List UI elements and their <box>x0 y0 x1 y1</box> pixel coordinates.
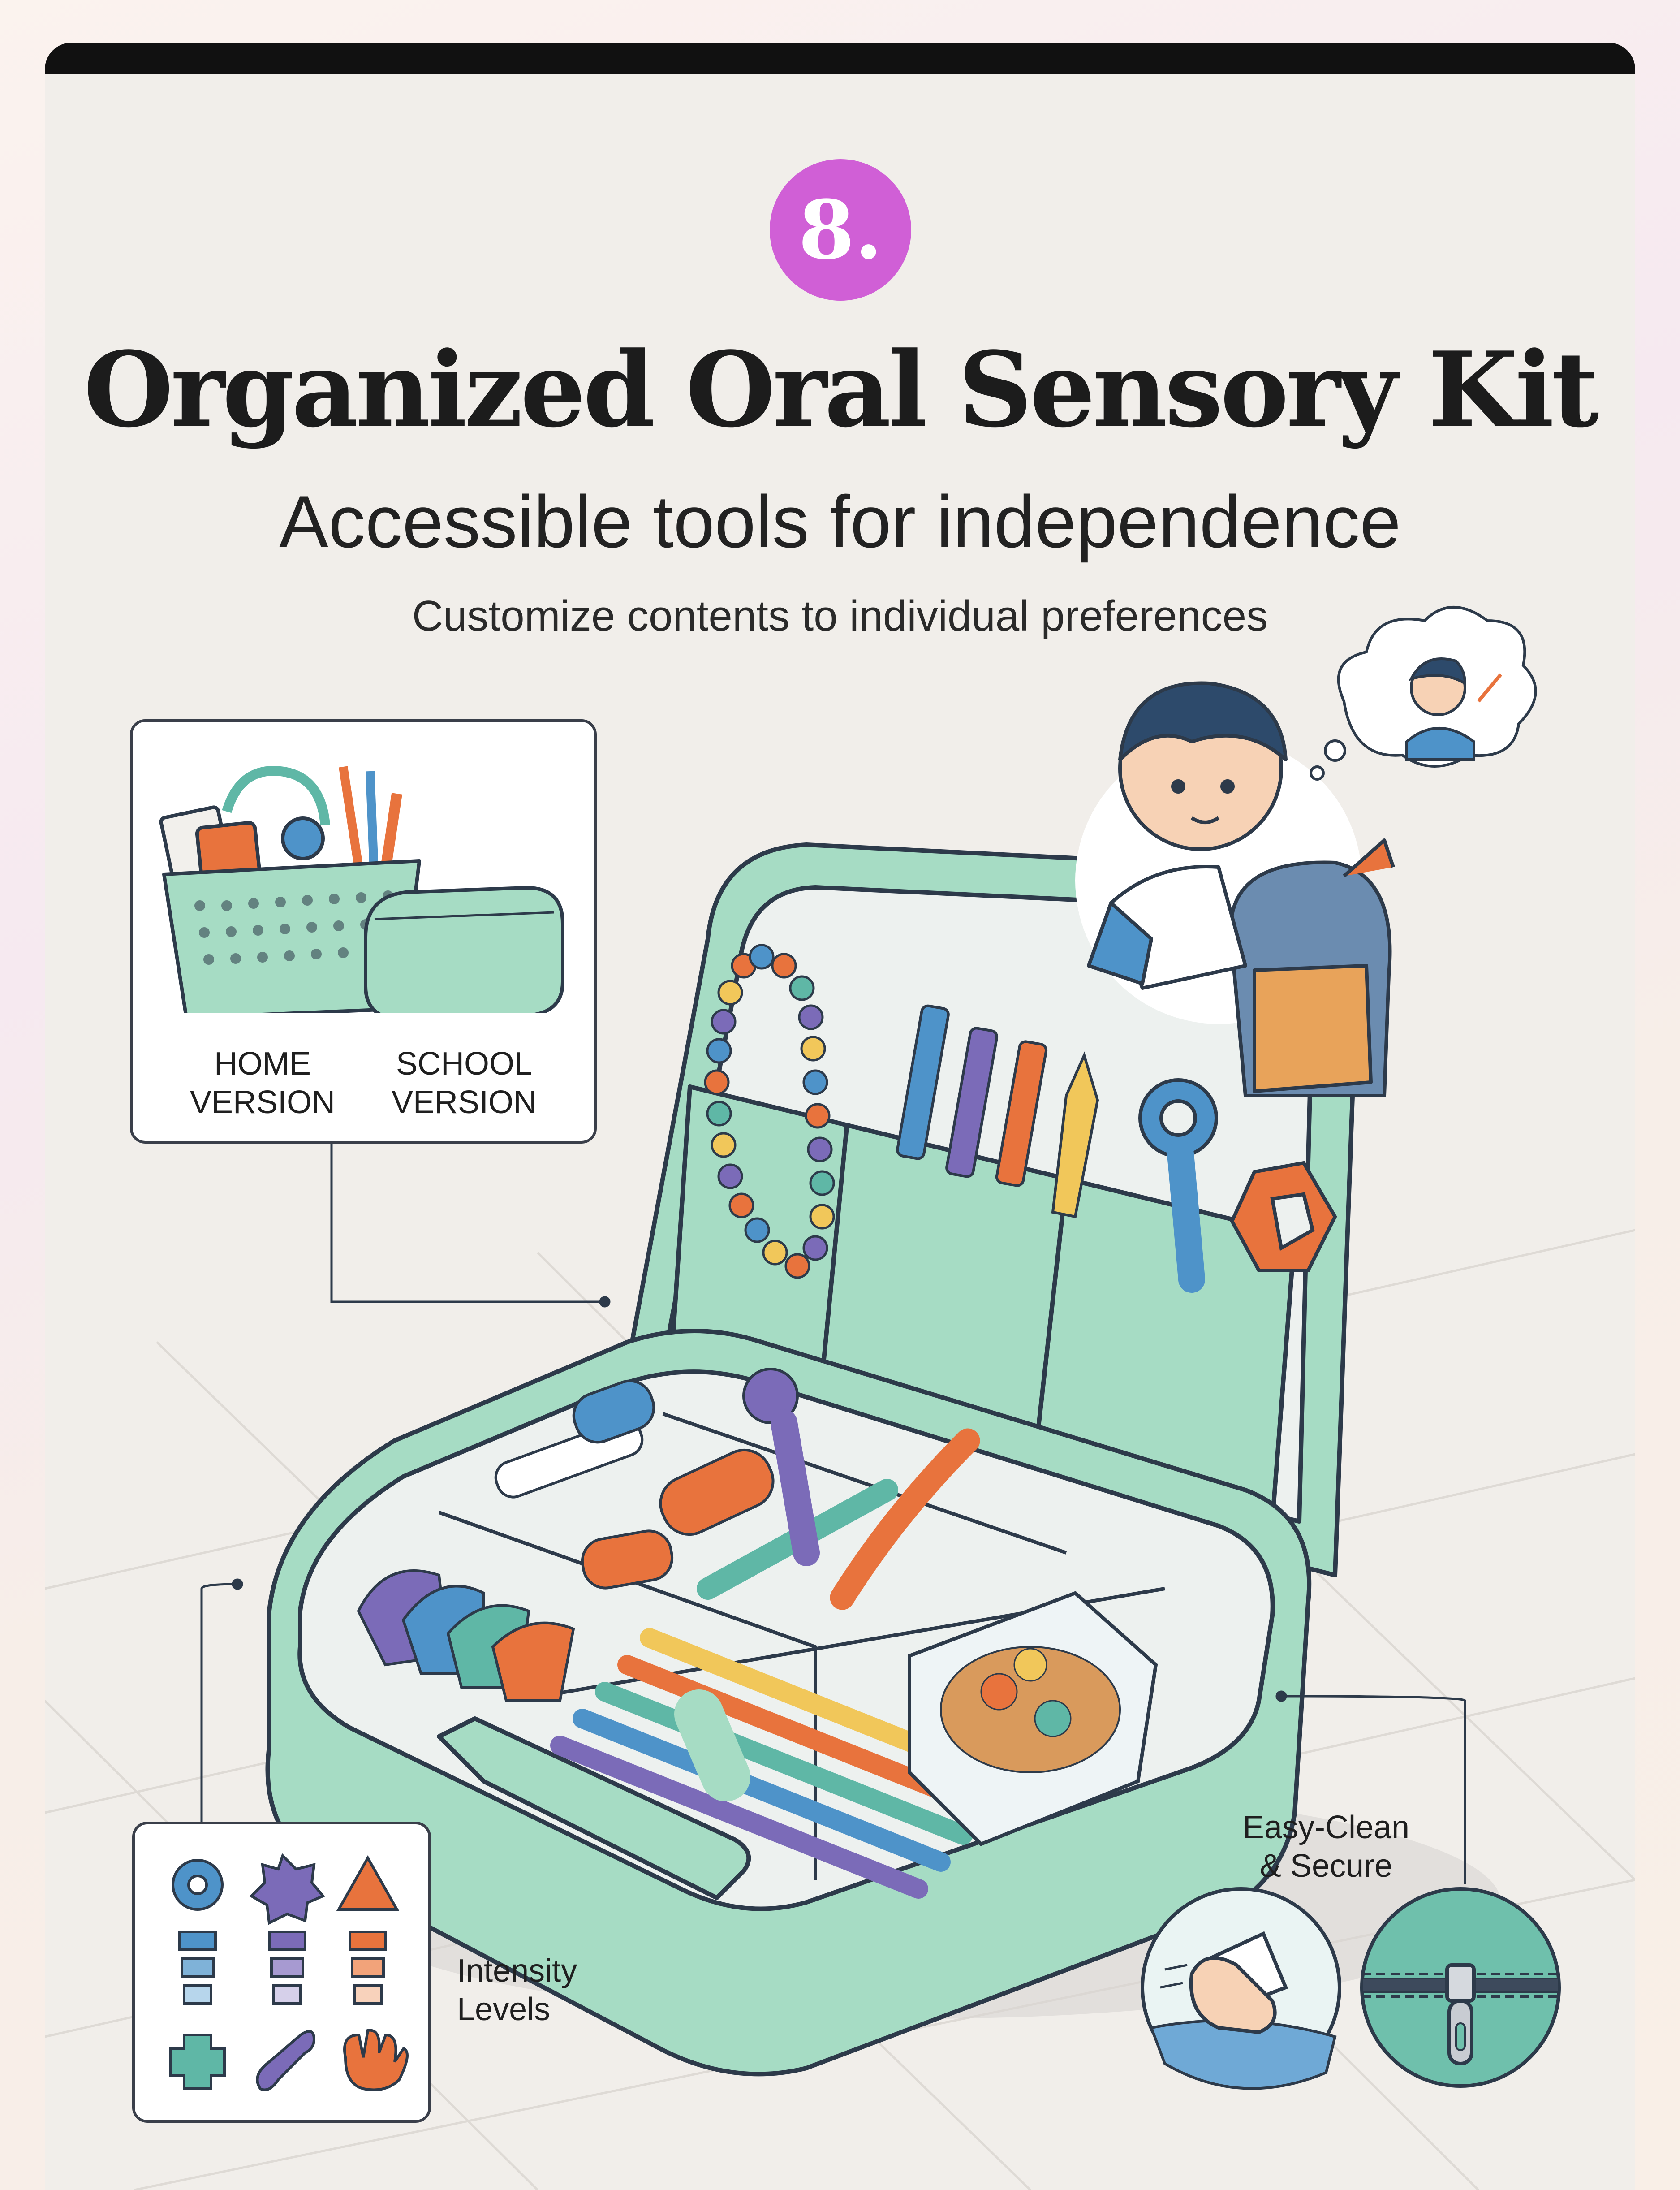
boy-with-backpack-icon <box>1087 681 1395 1097</box>
page-title: Organized Oral Sensory Kit <box>83 329 1599 450</box>
chewy-rings-icon <box>357 1569 575 1702</box>
chew-toppers-icon <box>896 1004 1099 1218</box>
page-subtitle: Accessible tools for independence <box>279 480 1401 563</box>
home-school-versions-panel: HOME VERSION SCHOOL VERSION <box>130 719 597 1144</box>
thought-bubble-icon <box>1310 606 1537 781</box>
infographic-card: 8. Organized Oral Sensory Kit Accessible… <box>45 43 1635 2190</box>
kit-illustration <box>45 606 1635 2190</box>
school-version-label: SCHOOL VERSION <box>391 1046 537 1121</box>
cleaning-zipper-icons <box>1141 1887 1561 2090</box>
intensity-shapes-icon <box>169 1853 409 2091</box>
step-number-badge: 8. <box>770 159 911 301</box>
bead-necklace-icon <box>704 944 835 1279</box>
callout-lines <box>200 1138 1466 1884</box>
snack-container-icon <box>908 1591 1158 1846</box>
textured-brushes-icon <box>494 1379 775 1590</box>
top-bar <box>45 43 1635 74</box>
home-version-label: HOME VERSION <box>190 1046 336 1121</box>
basket-and-pouch-icon <box>159 766 564 1013</box>
key-chew-icon <box>1138 1078 1337 1293</box>
intensity-levels-panel <box>132 1822 431 2123</box>
zipper-icon <box>1360 1887 1561 2088</box>
page-tagline: Customize contents to individual prefere… <box>412 592 1268 640</box>
easy-clean-secure-label: Easy-Clean & Secure <box>1242 1810 1410 1884</box>
wipe-cleaning-icon <box>1141 1887 1341 2090</box>
intensity-levels-label: Intensity Levels <box>457 1953 577 2028</box>
chew-sticks-icon <box>697 1368 980 1610</box>
